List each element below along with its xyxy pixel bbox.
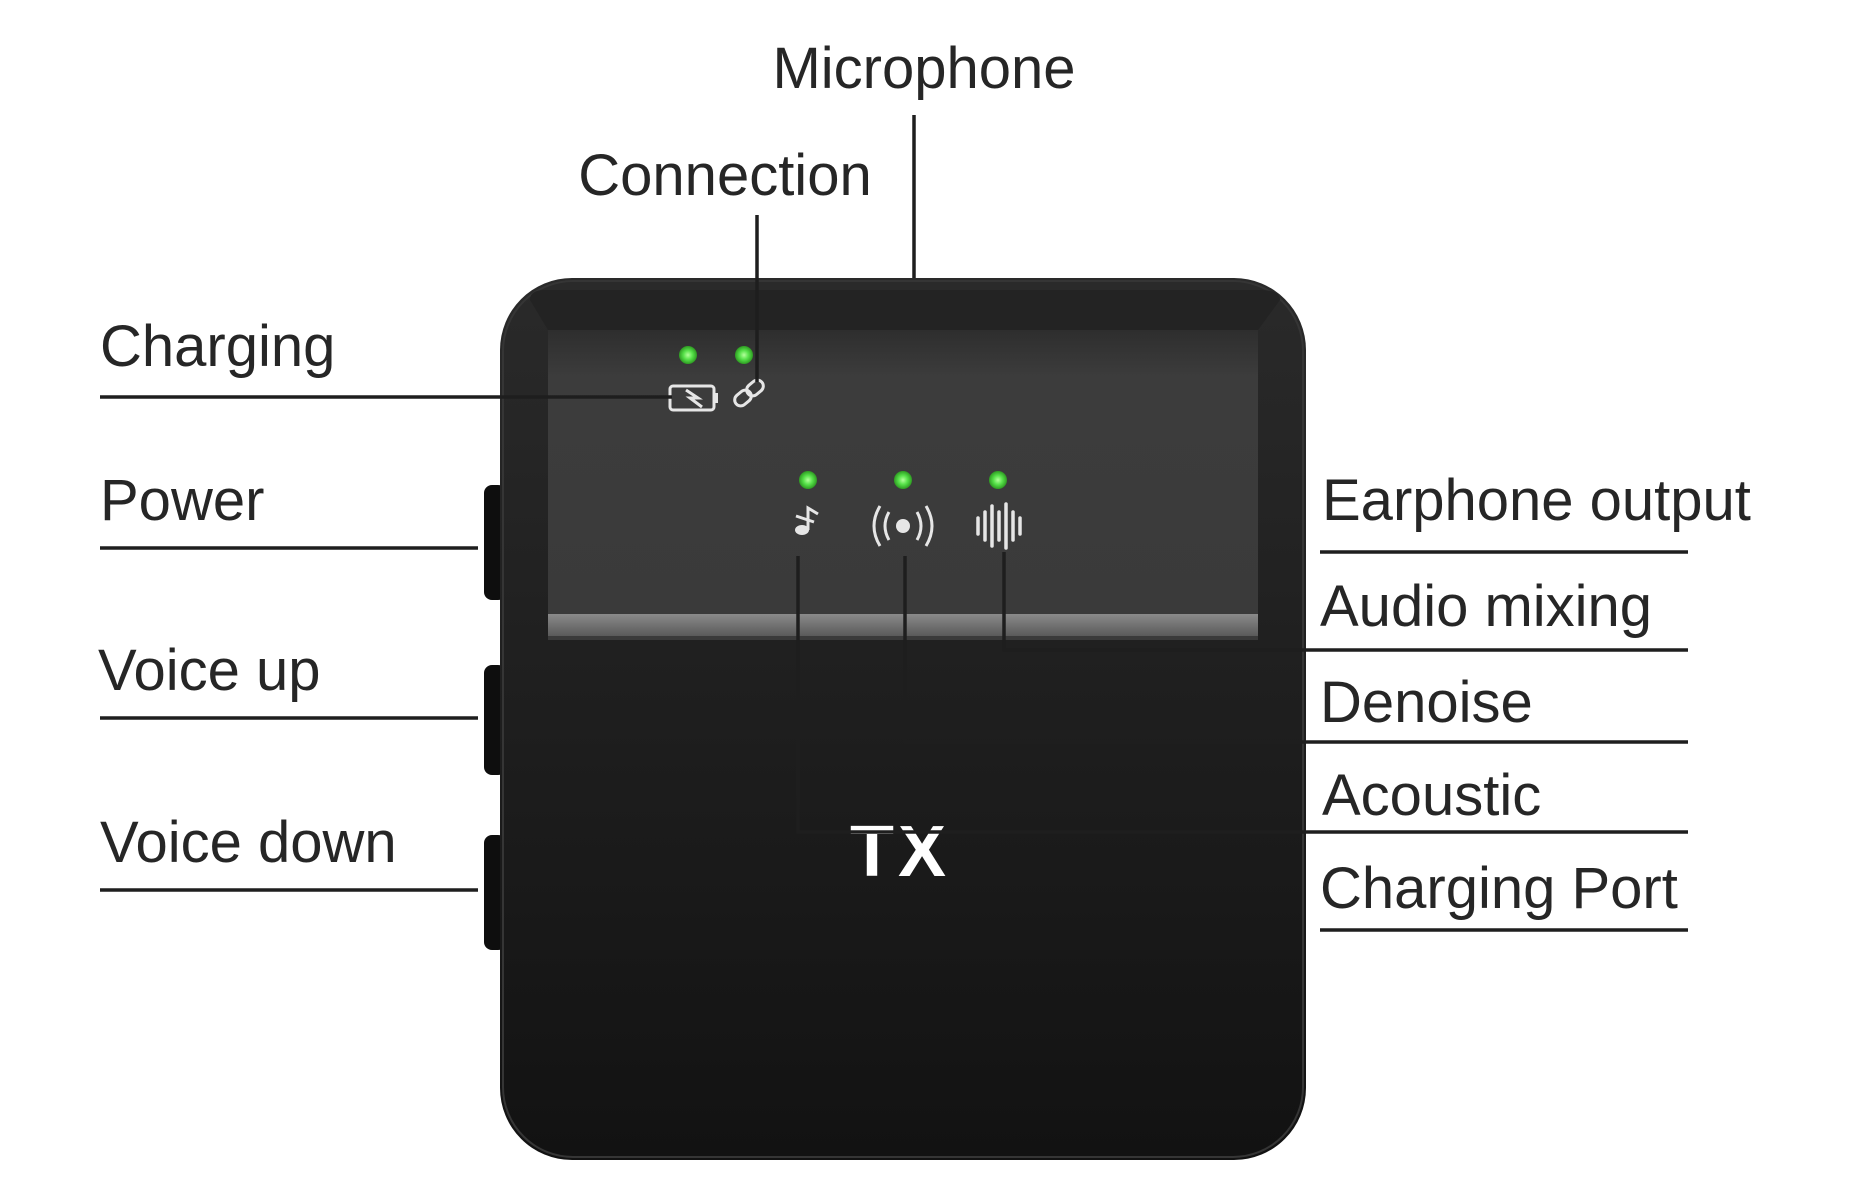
device-body-edge bbox=[502, 280, 1304, 1158]
label-earphone-output: Earphone output bbox=[1322, 468, 1751, 533]
audio-mixing-led bbox=[989, 471, 1007, 489]
label-acoustic: Acoustic bbox=[1322, 763, 1541, 828]
label-power: Power bbox=[100, 468, 264, 533]
acoustic-leader bbox=[796, 556, 1688, 834]
broadcast-icon bbox=[872, 505, 934, 547]
audio-mixing-leader bbox=[1002, 552, 1688, 652]
music-note-icon bbox=[795, 505, 819, 535]
label-charging: Charging bbox=[100, 314, 335, 379]
acoustic-led bbox=[799, 471, 817, 489]
link-icon bbox=[733, 378, 765, 408]
label-charging-port: Charging Port bbox=[1320, 856, 1678, 921]
screen-strip bbox=[548, 614, 1258, 636]
screen-top-bevel bbox=[530, 290, 1280, 330]
label-microphone: Microphone bbox=[772, 36, 1075, 101]
label-connection: Connection bbox=[578, 143, 871, 208]
charging-led bbox=[679, 346, 697, 364]
connection-led bbox=[735, 346, 753, 364]
label-audio-mixing: Audio mixing bbox=[1320, 574, 1652, 639]
label-voice-up: Voice up bbox=[98, 638, 321, 703]
denoise-led bbox=[894, 471, 912, 489]
sound-wave-icon bbox=[976, 502, 1022, 550]
label-voice-down: Voice down bbox=[100, 810, 397, 875]
denoise-leader bbox=[903, 556, 1688, 744]
label-denoise: Denoise bbox=[1320, 670, 1533, 735]
model-text: TX bbox=[850, 812, 950, 892]
